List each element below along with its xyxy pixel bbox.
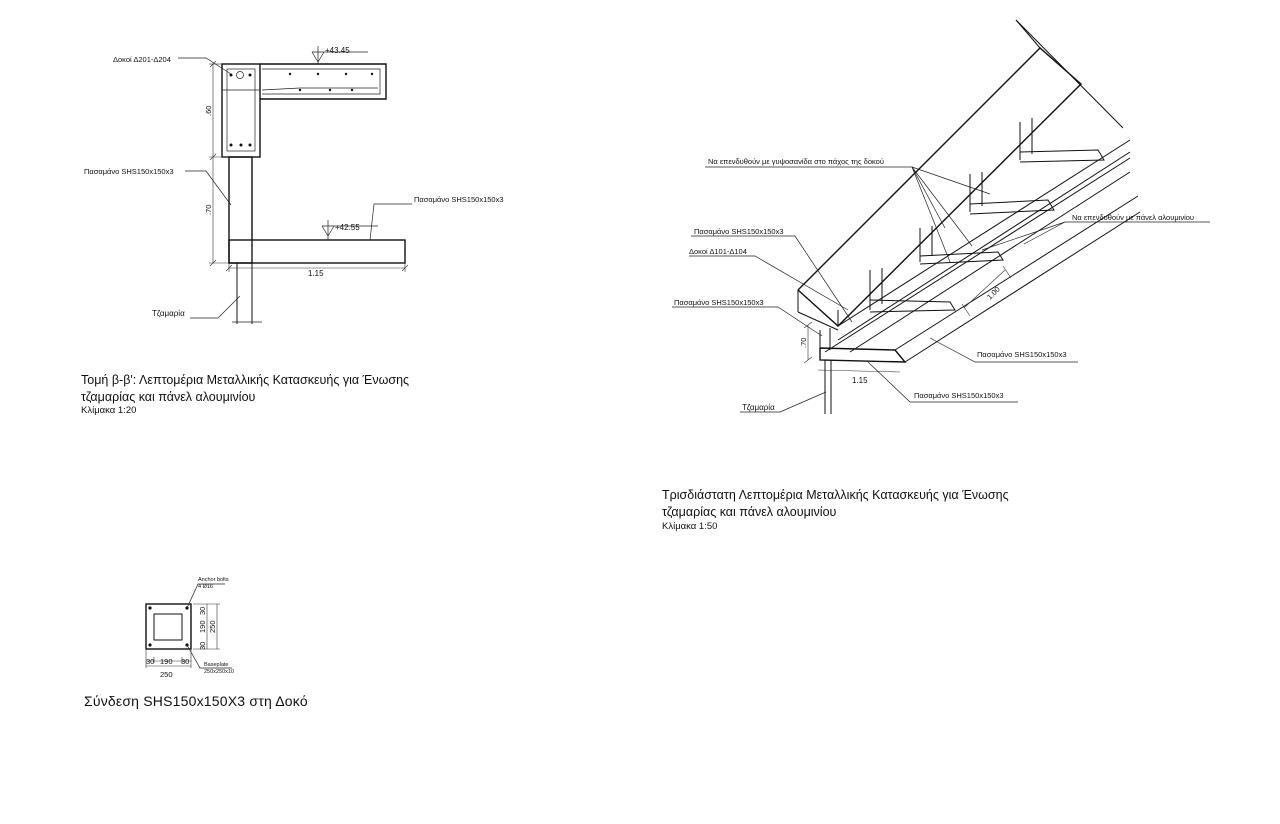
plate-dim-bottom-1: 30 xyxy=(146,657,154,666)
isometric-drawing xyxy=(672,19,1210,414)
baseplate-sub: 250x250x10 xyxy=(204,669,234,675)
iso-dim-height: .70 xyxy=(799,338,808,348)
section-profile-right-label: Πασαμάνο SHS150x150x3 xyxy=(414,195,504,204)
plate-dim-bottom-2: 190 xyxy=(160,657,173,666)
section-profile-upper-label: Πασαμάνο SHS150x150x3 xyxy=(84,167,174,176)
level-bottom: +42.55 xyxy=(335,223,360,232)
iso-profile-a-label: Πασαμάνο SHS150x150x3 xyxy=(694,227,784,236)
iso-scale: Κλίμακα 1:50 xyxy=(662,521,718,532)
section-scale: Κλίμακα 1:20 xyxy=(81,405,137,416)
shs-profile-outline xyxy=(153,613,183,641)
beam-section xyxy=(221,63,261,158)
iso-aluminium-label: Να επενδυθούν με πάνελ αλουμινίου xyxy=(1072,213,1194,222)
section-title-line1: Τομή β-β': Λεπτομέρια Μεταλλικής Κατασκε… xyxy=(81,373,410,387)
iso-profile-c-label: Πασαμάνο SHS150x150x3 xyxy=(977,350,1067,359)
anchor-bolts-sub: 4 Ø16 xyxy=(198,584,213,590)
iso-beam xyxy=(797,47,1083,327)
iso-glazing-label: Τζαμαρία xyxy=(742,403,775,412)
plate-title: Σύνδεση SHS150x150X3 στη Δοκό xyxy=(84,693,308,709)
baseplate-label: Baseplate xyxy=(204,662,228,668)
iso-profile-b-label: Πασαμάνο SHS150x150x3 xyxy=(674,298,764,307)
section-title-line2: τζαμαρίας και πάνελ αλουμινίου xyxy=(81,390,256,404)
plate-dim-side-1: 30 xyxy=(198,607,207,615)
shs-horizontal xyxy=(228,239,406,264)
plate-dim-side-2: 190 xyxy=(198,620,207,633)
iso-cross-frames xyxy=(869,118,1105,313)
plate-dim-side-3: 30 xyxy=(198,642,207,650)
plate-dim-side-total: 250 xyxy=(208,620,217,633)
iso-beam-label: Δοκοί Δ101-Δ104 xyxy=(689,247,747,256)
iso-title-line2: τζαμαρίας και πάνελ αλουμινίου xyxy=(662,505,837,519)
iso-bottom-profile xyxy=(819,347,907,363)
iso-profile-d-label: Πασαμάνο SHS150x150x3 xyxy=(914,391,1004,400)
baseplate-outline xyxy=(145,603,192,650)
anchor-bolts-label: Anchor bolts xyxy=(198,577,229,583)
section-title: Τομή β-β': Λεπτομέρια Μεταλλικής Κατασκε… xyxy=(81,372,409,406)
slab-section xyxy=(260,63,387,100)
plate-dim-bottom-total: 250 xyxy=(160,670,173,679)
section-drawing xyxy=(178,46,412,324)
section-beam-label: Δοκοί Δ201-Δ204 xyxy=(113,55,171,64)
dim-width: 1.15 xyxy=(308,269,324,278)
dim-beam-height: .60 xyxy=(204,106,213,116)
iso-title: Τρισδιάστατη Λεπτομέρια Μεταλλικής Κατασ… xyxy=(662,487,1009,521)
iso-title-line1: Τρισδιάστατη Λεπτομέρια Μεταλλικής Κατασ… xyxy=(662,488,1009,502)
baseplate-drawing xyxy=(145,583,232,669)
section-glazing-label: Τζαμαρία xyxy=(152,309,185,318)
iso-dim-width: 1.15 xyxy=(852,376,868,385)
plate-dim-bottom-3: 30 xyxy=(181,657,189,666)
shs-post xyxy=(228,156,253,264)
iso-gypsum-label: Να επενδυθούν με γυψοσανίδα στο πάχος τη… xyxy=(708,157,884,166)
iso-dim-spacing: 1.00 xyxy=(985,285,1002,302)
dim-post-height: .70 xyxy=(204,205,213,215)
level-top: +43.45 xyxy=(325,46,350,55)
